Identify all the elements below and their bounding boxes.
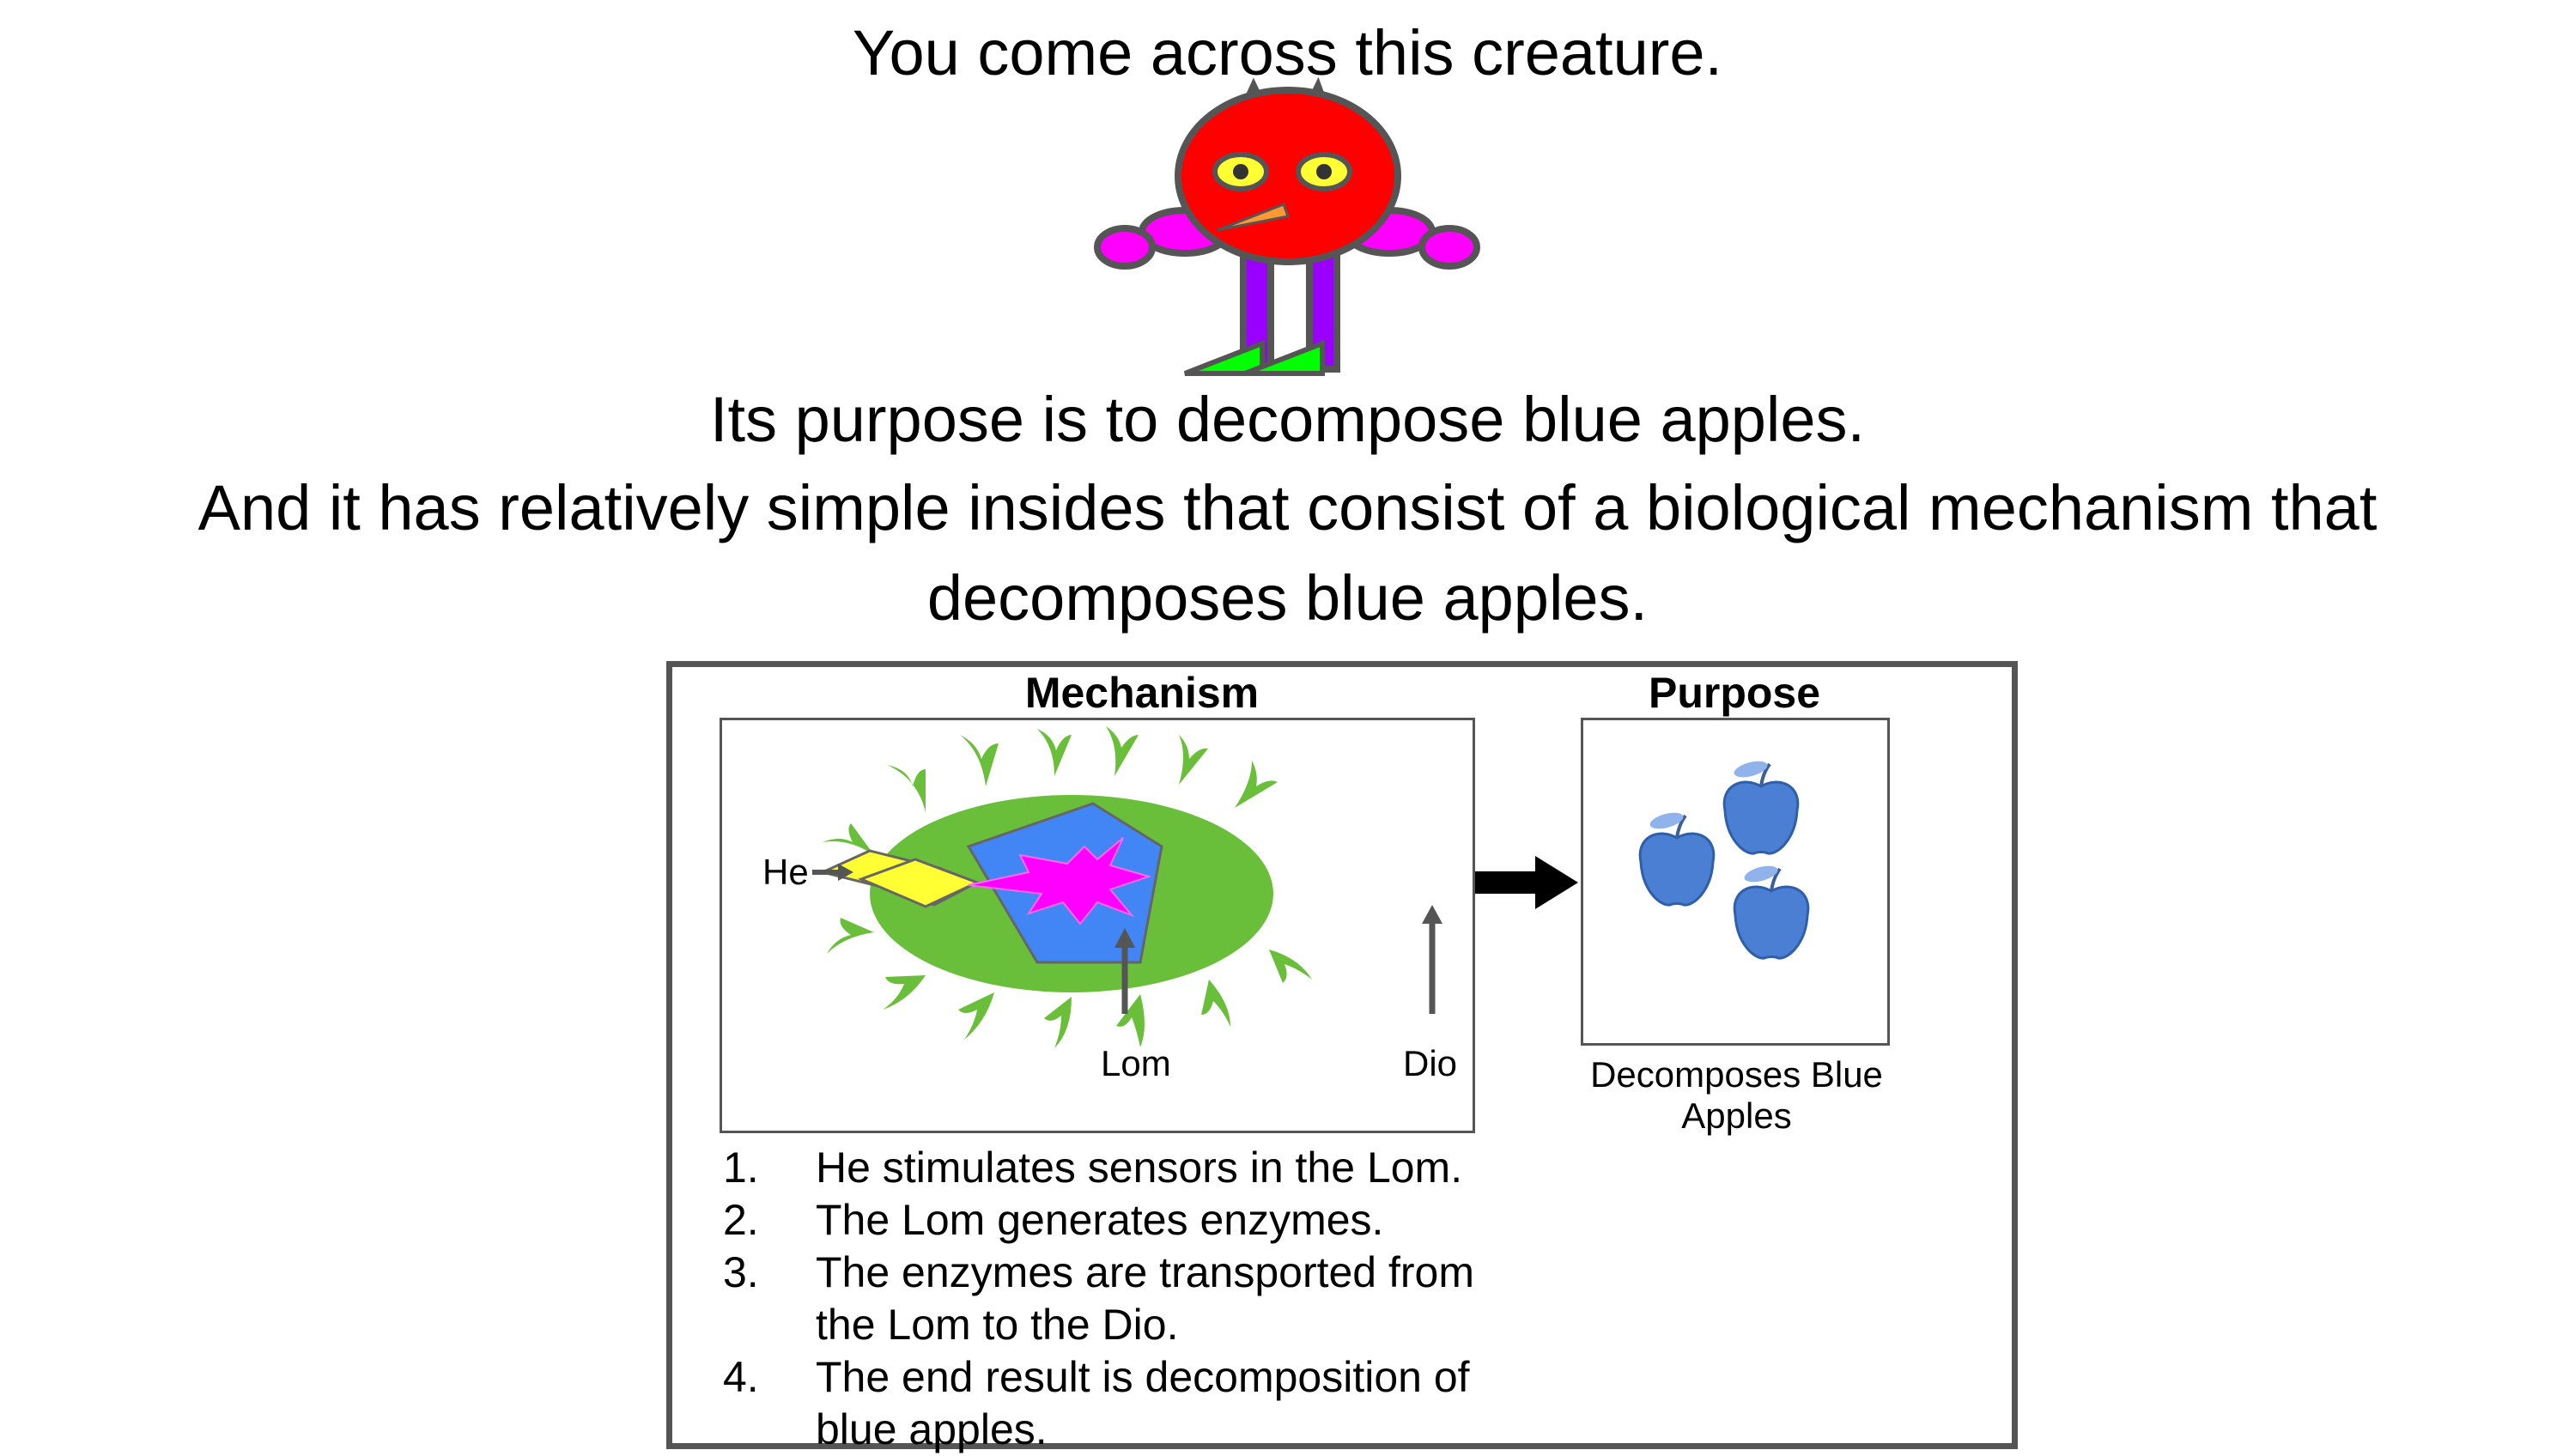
insides-statement-line-1: And it has relatively simple insides tha… [197,472,2378,543]
creature-body [1175,87,1401,265]
creature-illustration [1094,76,1480,376]
dio-arrow-icon [1422,905,1442,1014]
step-text: The Lom generates enzymes. [816,1196,1384,1244]
purpose-statement: Its purpose is to decompose blue apples. [709,384,1866,455]
mechanism-heading: Mechanism [1024,669,1260,717]
step-text: He stimulates sensors in the Lom. [816,1144,1463,1192]
step-number: 1. [723,1144,759,1192]
step-number: 2. [723,1196,759,1244]
diagram-frame [666,661,2018,1449]
creature-beak [1217,203,1290,232]
creature-right-hand [1418,225,1480,270]
list-item: 3. The enzymes are transported from the L… [723,1247,1496,1351]
list-item: 2. The Lom generates enzymes. [723,1194,1496,1247]
cell-mechanism-illustration [720,718,1442,1048]
step-text: The enzymes are transported from the Lom… [816,1248,1474,1349]
creature-right-foot [1243,339,1325,376]
dio-starburst [968,837,1152,925]
apple-icon [1638,812,1716,907]
right-arrow-icon [1475,856,1578,909]
he-label: He [762,852,809,892]
creature-left-hand [1094,225,1156,270]
purpose-caption: Decomposes Blue Apples [1590,1054,1883,1136]
he-arrow-icon [812,864,853,881]
intro-text: You come across this creature. [852,17,1723,88]
mechanism-steps: 1. He stimulates sensors in the Lom. 2. Th… [723,1142,1496,1456]
cell-spikes [823,726,1312,1048]
apple-icon [1722,761,1800,855]
insides-statement-line-2: decomposes blue apples. [926,562,1649,634]
apple-icon [1733,865,1810,960]
lom-arrow-icon [1114,928,1135,1014]
list-item: 4. The end result is decomposition of blu… [723,1351,1496,1456]
he-shape [818,849,981,908]
step-text: The end result is decomposition of blue … [816,1353,1470,1453]
creature-left-foot [1183,339,1265,376]
step-number: 4. [723,1353,759,1401]
blue-apples-illustration [1638,761,1810,960]
step-number: 3. [723,1248,759,1296]
list-item: 1. He stimulates sensors in the Lom. [723,1142,1496,1194]
purpose-heading: Purpose [1648,669,1821,717]
lom-label: Lom [1101,1043,1171,1083]
dio-label: Dio [1403,1043,1458,1083]
